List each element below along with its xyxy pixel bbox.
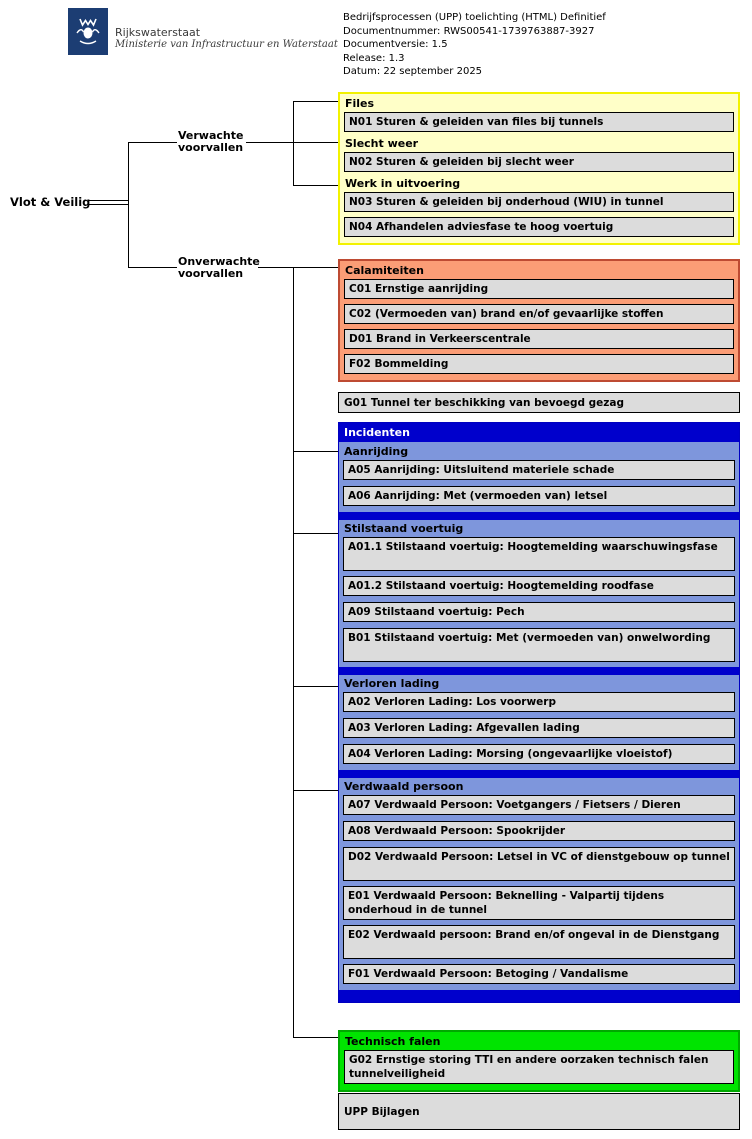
process-item-e01[interactable]: E01 Verdwaald Persoon: Beknelling - Valp… [343, 886, 735, 920]
connector-double-line [88, 200, 128, 205]
connector-line [293, 267, 294, 1038]
connector-line [293, 101, 294, 186]
group-heading-stilstaand-voertuig: Stilstaand voertuig [344, 522, 464, 535]
process-item-a03[interactable]: A03 Verloren Lading: Afgevallen lading [343, 718, 735, 738]
group-heading-slecht-weer: Slecht weer [345, 137, 419, 150]
connector-line [258, 267, 343, 268]
connector-line [293, 790, 343, 791]
process-item-g02[interactable]: G02 Ernstige storing TTI en andere oorza… [344, 1050, 734, 1084]
connector-line [128, 142, 177, 143]
ministry-name: Ministerie van Infrastructuur en Waterst… [115, 39, 338, 50]
group-heading-verloren-lading: Verloren lading [344, 677, 440, 690]
connector-line [293, 185, 343, 186]
panel-technisch-falen: Technisch falen G02 Ernstige storing TTI… [338, 1030, 740, 1092]
process-item-c02[interactable]: C02 (Vermoeden van) brand en/of gevaarli… [344, 304, 734, 324]
panel-verwachte-voorvallen: Files N01 Sturen & geleiden van files bi… [338, 92, 740, 245]
crown-emblem-icon [76, 18, 100, 45]
connector-line [293, 533, 343, 534]
panel-calamiteiten: Calamiteiten C01 Ernstige aanrijding C02… [338, 259, 740, 382]
process-item-a07[interactable]: A07 Verdwaald Persoon: Voetgangers / Fie… [343, 795, 735, 815]
group-heading-calamiteiten: Calamiteiten [345, 264, 424, 277]
connector-line [293, 1037, 343, 1038]
process-item-a04[interactable]: A04 Verloren Lading: Morsing (ongevaarli… [343, 744, 735, 764]
process-item-n03[interactable]: N03 Sturen & geleiden bij onderhoud (WIU… [344, 192, 734, 212]
document-release: Release: 1.3 [343, 52, 405, 64]
process-item-a01-1[interactable]: A01.1 Stilstaand voertuig: Hoogtemelding… [343, 537, 735, 571]
process-item-g01[interactable]: G01 Tunnel ter beschikking van bevoegd g… [338, 392, 740, 413]
group-heading-files: Files [345, 97, 375, 110]
document-title: Bedrijfsprocessen (UPP) toelichting (HTM… [343, 12, 606, 23]
document-date: Datum: 22 september 2025 [343, 66, 483, 77]
process-item-n01[interactable]: N01 Sturen & geleiden van files bij tunn… [344, 112, 734, 132]
section-divider [339, 770, 739, 778]
group-heading-technisch-falen: Technisch falen [345, 1035, 441, 1048]
process-item-a02[interactable]: A02 Verloren Lading: Los voorwerp [343, 692, 735, 712]
process-item-n02[interactable]: N02 Sturen & geleiden bij slecht weer [344, 152, 734, 172]
group-heading-werk-in-uitvoering: Werk in uitvoering [345, 177, 461, 190]
document-number: Documentnummer: RWS00541-1739763887-3927 [343, 25, 595, 37]
process-item-a06[interactable]: A06 Aanrijding: Met (vermoeden van) lets… [343, 486, 735, 506]
section-divider [339, 667, 739, 675]
panel-incidenten: Incidenten Aanrijding A05 Aanrijding: Ui… [338, 422, 740, 1003]
rijkswaterstaat-logo [68, 8, 108, 55]
document-version: Documentversie: 1.5 [343, 39, 448, 50]
connector-line [128, 142, 129, 268]
process-item-e02[interactable]: E02 Verdwaald persoon: Brand en/of ongev… [343, 925, 735, 959]
process-item-f01[interactable]: F01 Verdwaald Persoon: Betoging / Vandal… [343, 964, 735, 984]
branch-unexpected-label: Onverwachte voorvallen [178, 255, 260, 280]
branch-expected-label: Verwachte voorvallen [178, 129, 244, 154]
process-item-d02[interactable]: D02 Verdwaald Persoon: Letsel in VC of d… [343, 847, 735, 881]
connector-line [128, 267, 177, 268]
group-heading-verdwaald-persoon: Verdwaald persoon [344, 780, 464, 793]
root-node-label: Vlot & Veilig [10, 195, 91, 209]
document-info: Bedrijfsprocessen (UPP) toelichting (HTM… [343, 11, 606, 79]
connector-line [293, 101, 343, 102]
process-item-b01[interactable]: B01 Stilstaand voertuig: Met (vermoeden … [343, 628, 735, 662]
upp-bijlagen-box[interactable]: UPP Bijlagen [338, 1093, 740, 1130]
process-item-a01-2[interactable]: A01.2 Stilstaand voertuig: Hoogtemelding… [343, 576, 735, 596]
connector-line [246, 142, 343, 143]
section-divider [339, 512, 739, 520]
brand-name: Rijkswaterstaat [115, 26, 201, 39]
process-item-n04[interactable]: N04 Afhandelen adviesfase te hoog voertu… [344, 217, 734, 237]
process-item-a09[interactable]: A09 Stilstaand voertuig: Pech [343, 602, 735, 622]
process-item-a08[interactable]: A08 Verdwaald Persoon: Spookrijder [343, 821, 735, 841]
connector-line [293, 451, 343, 452]
process-item-d01[interactable]: D01 Brand in Verkeerscentrale [344, 329, 734, 349]
process-item-c01[interactable]: C01 Ernstige aanrijding [344, 279, 734, 299]
process-item-a05[interactable]: A05 Aanrijding: Uitsluitend materiele sc… [343, 460, 735, 480]
incidenten-bottom-bar [339, 990, 739, 1002]
process-item-f02[interactable]: F02 Bommelding [344, 354, 734, 374]
connector-line [293, 686, 343, 687]
group-heading-aanrijding: Aanrijding [344, 445, 409, 458]
incidenten-title-bar: Incidenten [339, 423, 739, 442]
